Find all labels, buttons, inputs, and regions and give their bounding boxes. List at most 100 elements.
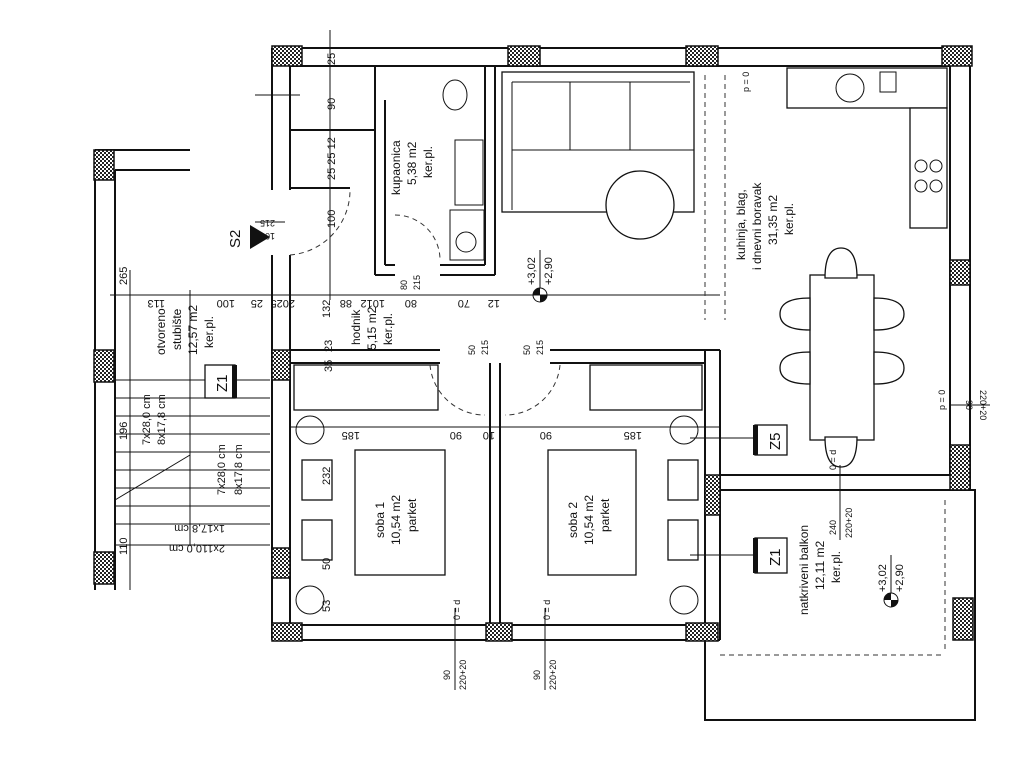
- openings-kitchenwin-p-label: p = 0: [937, 390, 947, 410]
- openings-bathdoor-top-label: 80: [399, 280, 409, 290]
- bed-1: [354, 449, 446, 576]
- dims-d196-label: 196: [118, 422, 130, 440]
- dims-d100b-label: 100: [217, 297, 235, 309]
- tags-z5-label: Z5: [767, 432, 784, 450]
- dimension-labels: 25 90 25 25 12 100 265 113 100 25 2025 1…: [118, 53, 642, 612]
- rooms-stubiste-name1-label: otvoreno: [154, 308, 168, 355]
- rooms-balkon-floor-label: ker.pl.: [829, 551, 843, 583]
- opening-labels: 215 100 80 215 50 215 50 215 0 = d 90 22…: [255, 72, 990, 690]
- dims-d10-label: 10: [483, 429, 495, 441]
- kitchen-counter: [786, 67, 948, 109]
- openings-win2-bottom-label: 220+20: [548, 660, 558, 690]
- dims-d265-label: 265: [118, 267, 130, 285]
- levels-0-bottom-label: +2,90: [543, 257, 555, 285]
- rooms-hodnik-area-label: 5,15 m2: [365, 306, 379, 350]
- dims-d90a-label: 90: [450, 429, 462, 441]
- tag-z1-stairs: Z1: [204, 364, 237, 399]
- level-marker-2: +3,02 +2,90: [877, 555, 906, 608]
- dims-d23-label: 23: [323, 340, 335, 352]
- dims-d50-label: 50: [321, 558, 333, 570]
- rooms-stubiste-floor-label: ker.pl.: [202, 316, 216, 348]
- dims-d80-label: 80: [405, 297, 417, 309]
- rooms-kuhinja-name1-label: kuhinja, blag,: [734, 189, 748, 260]
- rooms-balkon-name-label: natkriveni balkon: [797, 525, 811, 615]
- dims-d2525-label: 25 25 12: [326, 137, 338, 180]
- openings-win1-p-label: 0 = d: [452, 600, 462, 620]
- rooms-soba2-area-label: 10,54 m2: [582, 495, 596, 545]
- tag-z1-balcony: Z1: [690, 537, 788, 574]
- openings-balc-bottom-label: 220+20: [844, 508, 854, 538]
- rooms-balkon-area-label: 12,11 m2: [813, 541, 827, 590]
- room-label-kupaonica: kupaonica 5,38 m2 ker.pl.: [389, 140, 435, 195]
- stairs-b-label: 8x17,8 cm: [156, 394, 168, 445]
- dims-d185b-label: 185: [624, 429, 642, 441]
- stair-annotations: 7x28,0 cm 8x17,8 cm 7x28,0 cm 8x17,8 cm …: [141, 394, 245, 554]
- stairs-d-label: 8x17,8 cm: [233, 444, 245, 495]
- toilet: [442, 79, 468, 111]
- tag-s2: S2: [227, 225, 270, 249]
- rooms-soba1-area-label: 10,54 m2: [389, 495, 403, 545]
- openings-win2-top-label: 90: [532, 670, 542, 680]
- rooms-soba2-floor-label: parket: [598, 498, 612, 532]
- furniture: [289, 67, 948, 615]
- rooms-kuhinja-area-label: 31,35 m2: [766, 195, 780, 245]
- coffee-table: [605, 170, 675, 240]
- dims-d132-label: 132: [321, 300, 333, 318]
- room-label-soba2: soba 2 10,54 m2 parket: [566, 495, 612, 545]
- level-marker-1: +3,02 +2,90: [526, 250, 555, 303]
- rooms-kupaonica-floor-label: ker.pl.: [421, 146, 435, 178]
- room-label-stubiste: otvoreno stubište 12,57 m2 ker.pl.: [154, 305, 216, 355]
- dimension-lines: [110, 30, 720, 590]
- tags-z1b-label: Z1: [767, 548, 784, 566]
- dims-d70-label: 70: [458, 297, 470, 309]
- stairs-c-label: 7x28,0 cm: [216, 444, 228, 495]
- rooms-hodnik-name-label: hodnik: [349, 309, 363, 345]
- rooms-hodnik-floor-label: ker.pl.: [381, 313, 395, 345]
- dims-d25-label: 25: [326, 53, 338, 65]
- dining-table: [809, 274, 875, 441]
- openings-balc-p-label: 0 = d: [828, 450, 838, 470]
- bed-2: [547, 449, 637, 576]
- room-label-kuhinja: kuhinja, blag, i dnevni boravak 31,35 m2…: [734, 182, 796, 270]
- rooms-kuhinja-floor-label: ker.pl.: [782, 203, 796, 235]
- rooms-stubiste-name2-label: stubište: [170, 308, 184, 350]
- rooms-stubiste-area-label: 12,57 m2: [186, 305, 200, 355]
- stairs-f-label: 2x110,0 cm: [169, 542, 225, 554]
- dims-d113-label: 113: [147, 297, 165, 309]
- dims-d53-label: 53: [321, 600, 333, 612]
- openings-kitchentop-p-label: p = 0: [741, 72, 751, 92]
- washbasin: [454, 139, 484, 206]
- room-label-balkon: natkriveni balkon 12,11 m2 ker.pl.: [797, 525, 843, 615]
- openings-s2door-bottom-label: 100: [260, 231, 275, 241]
- tags-z1a-label: Z1: [214, 374, 231, 392]
- dims-d90b-label: 90: [540, 429, 552, 441]
- openings-hallB-bottom-label: 215: [535, 340, 545, 355]
- rooms-soba2-name-label: soba 2: [566, 502, 580, 538]
- dims-d12-label: 12: [488, 297, 500, 309]
- stairs-e-label: 1x17,8 cm: [174, 522, 225, 534]
- dims-d100-label: 100: [326, 210, 338, 228]
- rooms-soba1-floor-label: parket: [405, 498, 419, 532]
- rooms-kupaonica-area-label: 5,38 m2: [405, 141, 419, 185]
- openings-kitchenwin-bottom-label: 90: [964, 400, 974, 410]
- openings-win1-bottom-label: 220+20: [458, 660, 468, 690]
- dims-d90top-label: 90: [326, 98, 338, 110]
- tag-z5: Z5: [690, 424, 788, 456]
- room-label-soba1: soba 1 10,54 m2 parket: [373, 495, 419, 545]
- room-label-hodnik: hodnik 5,15 m2 ker.pl.: [349, 306, 395, 350]
- levels-1-top-label: +3,02: [877, 564, 889, 592]
- columns: [93, 45, 974, 642]
- openings-kitchenwin-top-label: 220+20: [978, 390, 988, 420]
- dims-d110-label: 110: [118, 537, 130, 555]
- rooms-soba1-name-label: soba 1: [373, 502, 387, 538]
- openings-bathdoor-bottom-label: 215: [412, 275, 422, 290]
- levels-1-bottom-label: +2,90: [894, 564, 906, 592]
- rooms-kuhinja-name2-label: i dnevni boravak: [750, 182, 764, 270]
- dims-d25b-label: 25: [251, 297, 263, 309]
- openings-win1-top-label: 90: [442, 670, 452, 680]
- openings-balc-top-label: 240: [828, 520, 838, 535]
- openings-hallA-bottom-label: 215: [480, 340, 490, 355]
- rooms-kupaonica-name-label: kupaonica: [389, 140, 403, 195]
- wardrobe-2: [589, 364, 703, 411]
